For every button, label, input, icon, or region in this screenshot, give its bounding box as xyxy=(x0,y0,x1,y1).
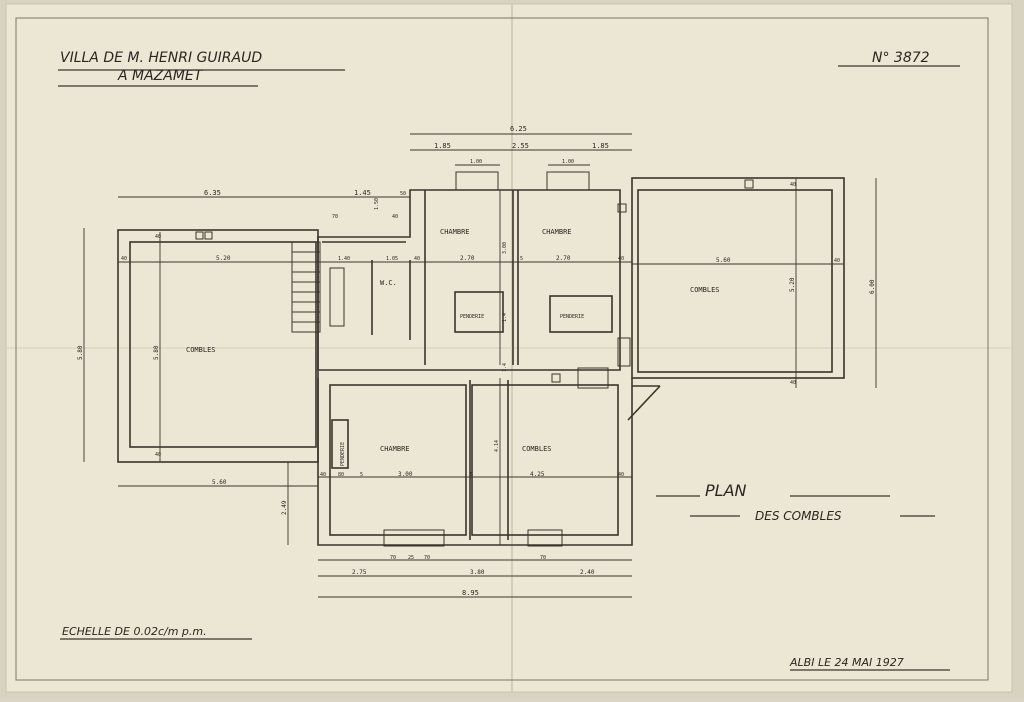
dim-bot-40b: 40 xyxy=(618,472,624,478)
date-note: ALBI LE 24 MAI 1927 xyxy=(789,656,904,669)
dim-ch2-270: 2.70 xyxy=(556,255,571,262)
dim-v-414: 4.14 xyxy=(494,440,500,452)
dim-right-560: 5.60 xyxy=(716,257,731,264)
dim-ch-14b: 1.4 xyxy=(502,363,508,372)
room-combles-bottom: COMBLES xyxy=(522,445,552,453)
dim-ch-14: 1.4 xyxy=(502,313,508,322)
dim-left-40v-top: 40 xyxy=(155,234,161,240)
dim-win-1: 1.00 xyxy=(470,159,482,165)
bottom-chambre xyxy=(329,384,467,536)
stair-box xyxy=(291,241,321,333)
dim-win-70a: 70 xyxy=(390,555,396,561)
dim-bot-80: 80 xyxy=(338,472,344,478)
dim-left-520: 5.20 xyxy=(216,255,231,262)
room-chambre-bottom: CHAMBRE xyxy=(380,445,410,453)
dim-bot-5b: 5 xyxy=(470,472,473,478)
dimension-lines xyxy=(83,133,877,598)
dim-win-2: 1.00 xyxy=(562,159,574,165)
right-wing-inner xyxy=(637,189,833,373)
dim-top-total: 6.25 xyxy=(510,125,527,133)
dim-left-wing: 6.35 xyxy=(204,189,221,197)
dim-sep-5: 5 xyxy=(520,256,523,262)
dim-ch-300v: 3.00 xyxy=(502,242,508,254)
dim-top-left: 1.85 xyxy=(434,142,451,150)
dim-right-600v: 6.00 xyxy=(869,279,876,294)
penderie-2-box xyxy=(549,295,613,333)
penderie-bottom-box xyxy=(331,419,349,469)
left-wing-inner xyxy=(129,241,317,448)
drawing-number: N° 3872 xyxy=(872,50,930,66)
dim-right-40v-top: 40 xyxy=(790,182,796,188)
dim-70: 70 xyxy=(332,214,338,220)
dim-top-mid: 2.55 xyxy=(512,142,529,150)
dim-bottom-380: 3.80 xyxy=(470,569,485,576)
dim-150: 1.50 xyxy=(374,198,380,210)
dim-win-70c: 70 xyxy=(540,555,546,561)
penderie-1-box xyxy=(454,291,504,333)
dim-ch1-270: 2.70 xyxy=(460,255,475,262)
scale-note: ECHELLE DE 0.02c/m p.m. xyxy=(62,625,207,638)
dim-bottom-240: 2.40 xyxy=(580,569,595,576)
drawing-frame xyxy=(15,17,989,681)
room-combles-right: COMBLES xyxy=(690,286,720,294)
dim-r-40a: 40 xyxy=(618,256,624,262)
dim-left-40v-bot: 40 xyxy=(155,452,161,458)
dim-win-25: 25 xyxy=(408,555,414,561)
dim-bot-40a: 40 xyxy=(320,472,326,478)
plan-title: PLAN xyxy=(705,481,747,500)
room-combles-left: COMBLES xyxy=(186,346,216,354)
dim-bottom-left-560: 5.60 xyxy=(212,479,227,486)
room-chambre-2: CHAMBRE xyxy=(542,228,572,236)
dim-right-520v: 5.20 xyxy=(789,277,796,292)
dim-right-40v-bot: 40 xyxy=(790,380,796,386)
dim-stair: 1.45 xyxy=(354,189,371,197)
dim-bot-300: 3.00 xyxy=(398,471,413,478)
dim-mid-40: 40 xyxy=(414,256,420,262)
dim-bot-5a: 5 xyxy=(360,472,363,478)
title-line-1: VILLA DE M. HENRI GUIRAUD xyxy=(60,50,262,66)
dim-bottom-total: 8.95 xyxy=(462,589,479,597)
room-wc: W.C. xyxy=(380,279,397,287)
dim-win-70b: 70 xyxy=(424,555,430,561)
room-chambre-1: CHAMBRE xyxy=(440,228,470,236)
stair-core xyxy=(329,267,345,327)
dim-top-right: 1.85 xyxy=(592,142,609,150)
dim-40: 40 xyxy=(392,214,398,220)
dim-stair-140: 1.40 xyxy=(338,256,350,262)
dim-left-580-outer: 5.80 xyxy=(77,345,84,360)
central-block xyxy=(317,189,621,371)
bottom-block xyxy=(317,378,633,546)
roof-diag xyxy=(627,385,661,421)
room-penderie-bottom: PENDERIE xyxy=(340,442,346,466)
room-labels: COMBLES CHAMBRE CHAMBRE COMBLES W.C. PEN… xyxy=(186,228,720,466)
title-underlines xyxy=(58,65,960,671)
right-wing-outer xyxy=(631,177,845,379)
walls xyxy=(117,177,845,546)
room-penderie-2: PENDERIE xyxy=(560,314,584,320)
dim-v-249: 2.49 xyxy=(281,500,288,515)
dim-r-40b: 40 xyxy=(834,258,840,264)
dim-50: 50 xyxy=(400,191,406,197)
plan-subtitle: DES COMBLES xyxy=(755,509,842,523)
dim-wc-105: 1.05 xyxy=(386,256,398,262)
dim-left-40a: 40 xyxy=(121,256,127,262)
dim-bottom-275: 2.75 xyxy=(352,569,367,576)
dim-bot-425: 4.25 xyxy=(530,471,545,478)
dimension-labels: 6.25 1.85 2.55 1.85 1.00 1.00 6.35 1.45 … xyxy=(77,125,876,597)
dim-left-580-inner: 5.80 xyxy=(153,345,160,360)
bottom-combles xyxy=(471,384,619,536)
room-penderie-1: PENDERIE xyxy=(460,314,484,320)
title-line-2: A MAZAMET xyxy=(117,68,204,84)
